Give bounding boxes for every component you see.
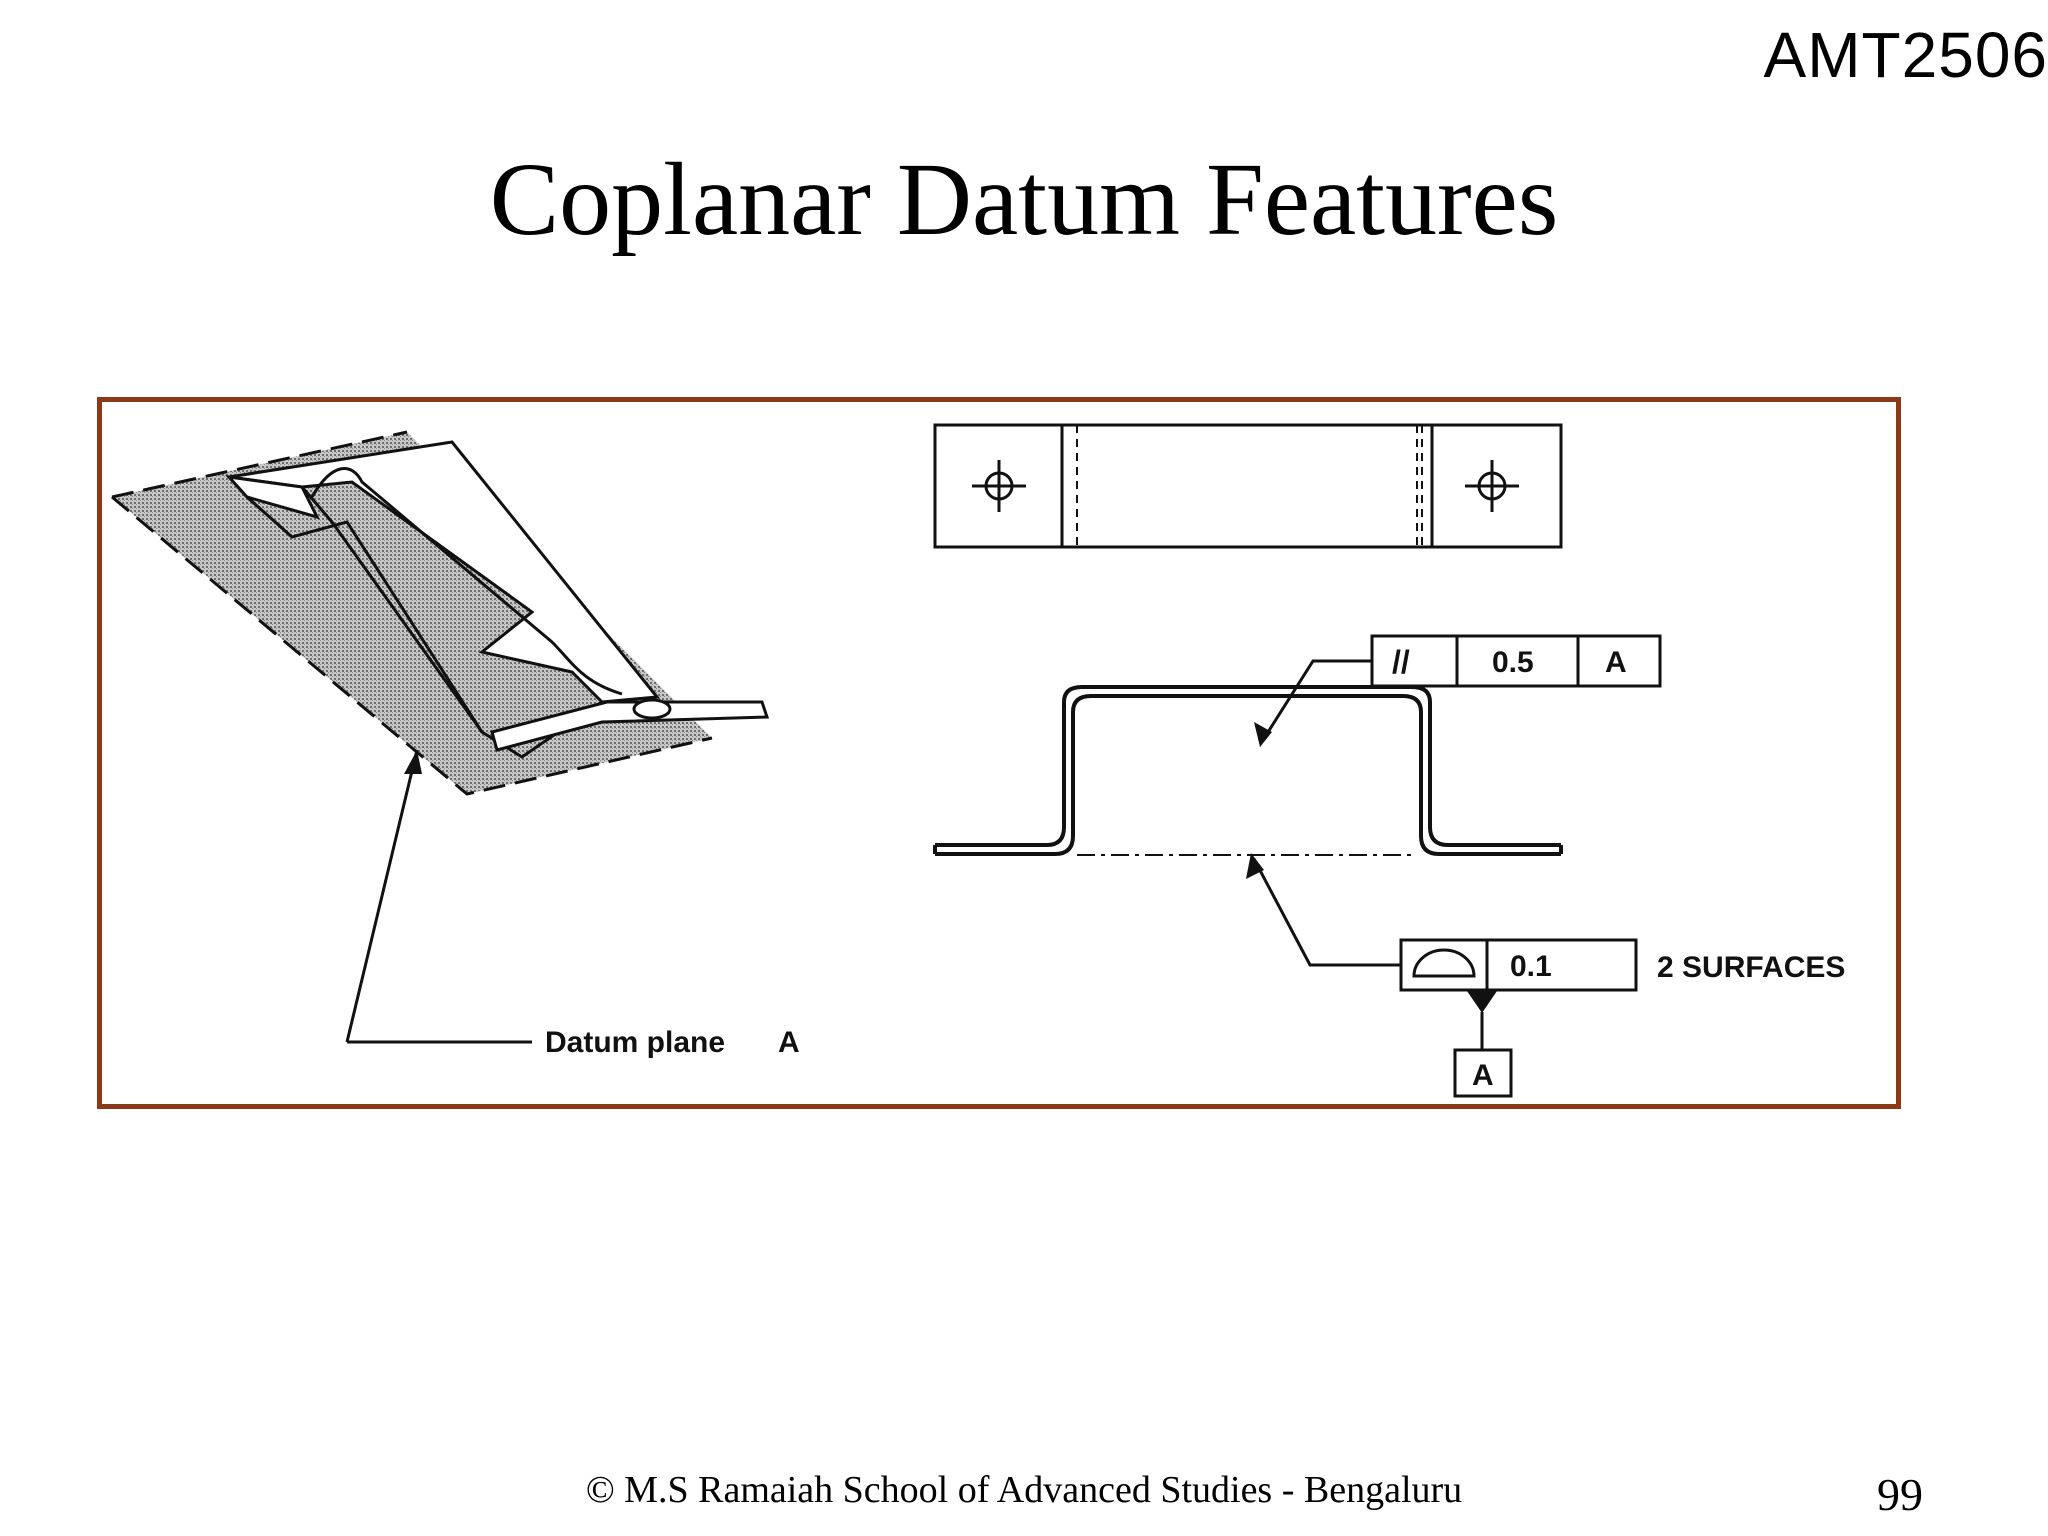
coplanar-datum-diagram: Datum plane A: [111, 423, 1845, 1098]
profile-leader: [1246, 853, 1401, 967]
datum-plane-letter: A: [778, 1026, 800, 1059]
slide-title: Coplanar Datum Features: [489, 142, 1559, 257]
parallelism-frame: [1370, 634, 1662, 688]
datum-plane-leader: [345, 749, 532, 1044]
footer-copyright: © M.S Ramaiah School of Advanced Studies…: [585, 1469, 1463, 1511]
hole-symbol-right-icon: [1465, 460, 1519, 512]
page-number: 99: [1877, 1469, 1923, 1520]
profile-note: 2 SURFACES: [1657, 951, 1845, 984]
datum-feature-letter: A: [1472, 1059, 1494, 1092]
front-view: [933, 685, 1563, 856]
isometric-part: [225, 440, 770, 759]
datum-feature-symbol: [1453, 991, 1513, 1098]
profile-of-surface-icon: [1412, 948, 1476, 978]
hole-symbol-left-icon: [972, 460, 1026, 512]
datum-plane-label: Datum plane: [545, 1026, 725, 1059]
datum-plane-shading: [111, 430, 713, 796]
course-code: AMT2506: [1763, 19, 2048, 91]
parallelism-leader: [1254, 659, 1372, 747]
profile-frame: [1399, 938, 1638, 992]
figure-frame: Datum plane A: [97, 397, 1901, 1109]
parallelism-icon: //: [1392, 644, 1410, 680]
top-view: [933, 423, 1563, 549]
profile-tolerance: 0.1: [1510, 950, 1552, 983]
parallelism-tolerance: 0.5: [1492, 646, 1534, 679]
parallelism-datum: A: [1605, 646, 1627, 679]
